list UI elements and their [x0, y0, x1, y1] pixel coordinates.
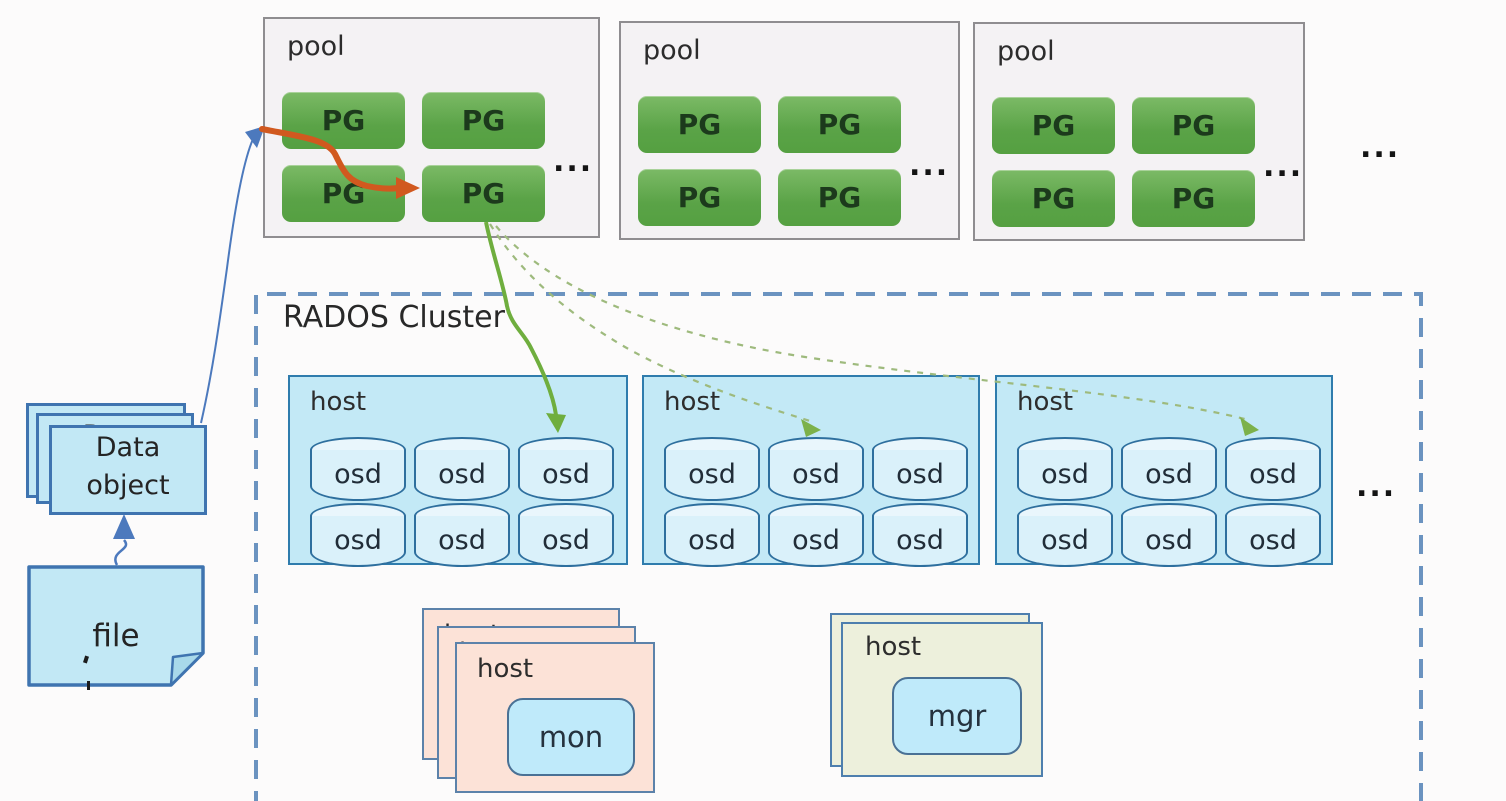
data-object-label: Data object [86, 432, 170, 501]
osd-cylinder: osd [1017, 503, 1113, 567]
mgr-host-card: host mgr [841, 622, 1043, 777]
osd-cylinder: osd [1017, 437, 1113, 501]
pool-title: pool [287, 31, 345, 62]
osd-label: osd [438, 525, 486, 556]
host-title: host [664, 387, 721, 417]
file-label: file [92, 618, 140, 654]
dataobject-to-pool-arrowhead [245, 126, 265, 148]
file-to-dataobject-arrowhead [113, 514, 135, 539]
osd-label: osd [542, 459, 590, 490]
host-title: host [1017, 387, 1074, 417]
osd-cylinder: osd [1225, 503, 1321, 567]
more-pgs-ellipsis: ... [1263, 149, 1304, 184]
file-to-dataobject-arrow [114, 539, 128, 566]
osd-label: osd [896, 459, 944, 490]
osd-label: osd [1145, 459, 1193, 490]
folded-corner [169, 651, 205, 687]
osd-cylinder: osd [768, 437, 864, 501]
osd-cylinder: osd [414, 437, 510, 501]
osd-label: osd [438, 459, 486, 490]
osd-host-2: host osd osd osd osd osd osd [642, 375, 980, 567]
osd-label: osd [1145, 525, 1193, 556]
host-title: host [865, 632, 922, 662]
pg-box: PG [422, 92, 545, 149]
pg-box: PG [422, 165, 545, 222]
osd-cylinder: osd [310, 437, 406, 501]
osd-cylinder: osd [1121, 437, 1217, 501]
osd-label: osd [688, 525, 736, 556]
stray-mark [87, 681, 90, 690]
dataobject-to-pool-arrow [200, 138, 254, 424]
osd-cylinder: osd [1121, 503, 1217, 567]
osd-cylinder: osd [872, 503, 968, 567]
pg-box: PG [638, 169, 761, 226]
more-pgs-ellipsis: ... [553, 144, 594, 179]
data-object-card: Data object [49, 425, 207, 515]
osd-label: osd [1041, 459, 1089, 490]
osd-label: osd [792, 459, 840, 490]
osd-label: osd [1249, 525, 1297, 556]
pg-box: PG [638, 96, 761, 153]
osd-cylinder: osd [414, 503, 510, 567]
pg-box: PG [282, 92, 405, 149]
file-shape [27, 565, 205, 687]
osd-label: osd [542, 525, 590, 556]
pool-panel-1: pool PG PG PG PG ... [263, 17, 600, 238]
mgr-daemon-box: mgr [892, 677, 1022, 755]
pool-panel-2: pool PG PG PG PG ... [619, 21, 960, 240]
mon-daemon-box: mon [507, 698, 635, 776]
osd-cylinder: osd [768, 503, 864, 567]
osd-label: osd [334, 525, 382, 556]
pg-box: PG [778, 96, 901, 153]
pool-panel-3: pool PG PG PG PG ... [973, 22, 1305, 241]
osd-label: osd [688, 459, 736, 490]
host-title: host [477, 654, 534, 684]
pg-box: PG [1132, 97, 1255, 154]
pool-title: pool [643, 35, 701, 66]
osd-label: osd [334, 459, 382, 490]
rados-cluster-title: RADOS Cluster [283, 300, 505, 335]
more-pgs-ellipsis: ... [909, 148, 950, 183]
osd-cylinder: osd [518, 437, 614, 501]
osd-cylinder: osd [310, 503, 406, 567]
pg-box: PG [992, 170, 1115, 227]
osd-host-3: host osd osd osd osd osd osd [995, 375, 1333, 567]
osd-label: osd [896, 525, 944, 556]
pg-box: PG [1132, 170, 1255, 227]
osd-label: osd [1249, 459, 1297, 490]
osd-label: osd [1041, 525, 1089, 556]
host-title: host [310, 387, 367, 417]
pg-box: PG [992, 97, 1115, 154]
pg-box: PG [778, 169, 901, 226]
osd-cylinder: osd [872, 437, 968, 501]
osd-label: osd [792, 525, 840, 556]
more-hosts-ellipsis: ... [1356, 469, 1397, 504]
pg-box: PG [282, 165, 405, 222]
osd-host-1: host osd osd osd osd osd osd [288, 375, 628, 567]
osd-cylinder: osd [664, 437, 760, 501]
osd-cylinder: osd [518, 503, 614, 567]
osd-cylinder: osd [664, 503, 760, 567]
pool-title: pool [997, 36, 1055, 67]
osd-cylinder: osd [1225, 437, 1321, 501]
more-pools-ellipsis: ... [1360, 130, 1401, 165]
mon-host-card: host mon [455, 642, 655, 793]
